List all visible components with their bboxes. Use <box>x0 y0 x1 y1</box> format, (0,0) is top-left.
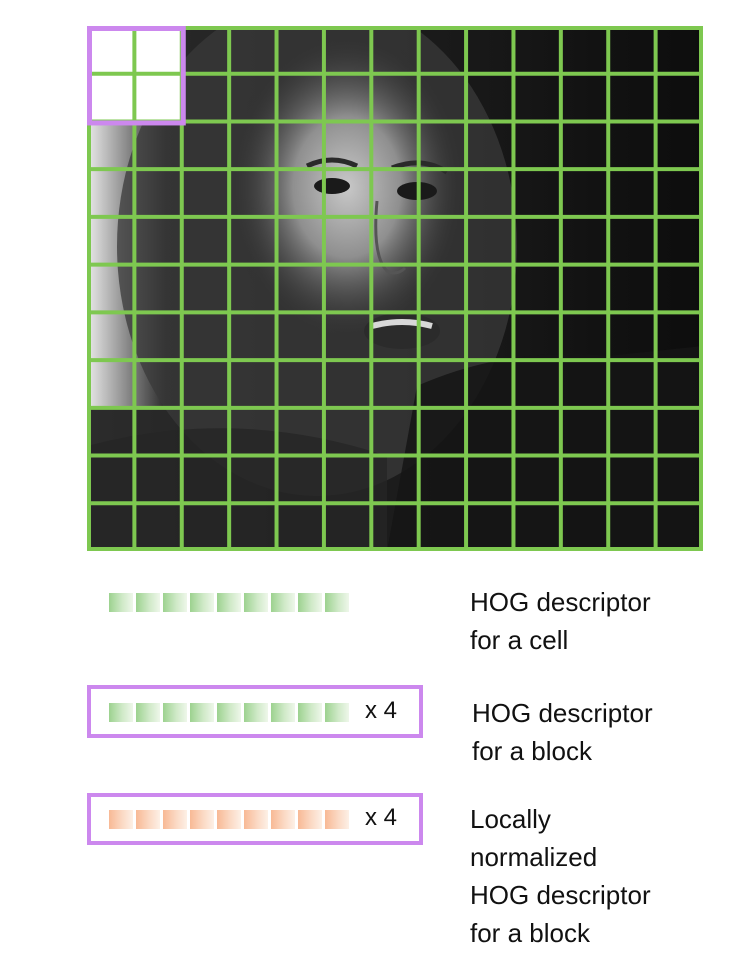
caption-line: Locally <box>470 804 551 834</box>
grid-overlay <box>87 26 703 551</box>
histogram-bin <box>325 593 349 612</box>
histogram-bin <box>190 703 214 722</box>
histogram-bin <box>271 810 295 829</box>
histogram-bin <box>136 703 160 722</box>
caption-line: for a cell <box>470 625 569 655</box>
histogram-bin <box>109 593 133 612</box>
histogram-bin <box>325 810 349 829</box>
face-shape <box>212 31 512 421</box>
caption-line: HOG descriptor <box>472 698 653 728</box>
histogram-bin <box>109 703 133 722</box>
left-eye <box>314 178 350 194</box>
histogram-bin <box>325 703 349 722</box>
face-photo-with-grid <box>87 26 703 551</box>
histogram-bin <box>190 810 214 829</box>
histogram-bin <box>136 810 160 829</box>
histogram-bin <box>190 593 214 612</box>
histogram-bin <box>163 593 187 612</box>
normalized-descriptor-box <box>87 793 423 845</box>
caption-line: normalized <box>470 842 598 872</box>
histogram-bin <box>136 593 160 612</box>
histogram-bin <box>244 810 268 829</box>
shoulder-shape <box>87 428 387 551</box>
histogram-bin <box>163 810 187 829</box>
histogram-bin <box>163 703 187 722</box>
block-descriptor-bar <box>109 703 349 722</box>
histogram-bin <box>244 703 268 722</box>
histogram-bin <box>271 703 295 722</box>
normalized-multiplier: x 4 <box>365 804 398 831</box>
histogram-bin <box>244 593 268 612</box>
mouth <box>364 313 440 349</box>
caption-line: HOG descriptor <box>470 880 651 910</box>
left-eyebrow <box>305 157 359 169</box>
block-descriptor-box <box>87 685 423 738</box>
histogram-bin <box>271 593 295 612</box>
histogram-bin <box>217 593 241 612</box>
histogram-bin <box>298 593 322 612</box>
highlighted-block-outline <box>87 26 186 126</box>
caption-line: HOG descriptor <box>470 587 651 617</box>
histogram-bin <box>298 703 322 722</box>
histogram-bin <box>217 703 241 722</box>
normalized-descriptor-bar <box>109 810 349 829</box>
block-multiplier: x 4 <box>365 697 398 724</box>
caption-line: for a block <box>472 736 592 766</box>
histogram-bin <box>217 810 241 829</box>
block-descriptor-caption: HOG descriptor for a block <box>472 694 653 770</box>
normalized-descriptor-caption: Locally normalized HOG descriptor for a … <box>470 800 651 952</box>
caption-line: for a block <box>470 918 590 948</box>
nose <box>374 200 407 275</box>
cell-descriptor-caption: HOG descriptor for a cell <box>470 583 651 659</box>
cell-grid-lines <box>87 26 703 551</box>
cell-descriptor-bar <box>109 593 349 612</box>
histogram-bin <box>109 810 133 829</box>
teeth <box>371 319 433 329</box>
histogram-bin <box>298 810 322 829</box>
